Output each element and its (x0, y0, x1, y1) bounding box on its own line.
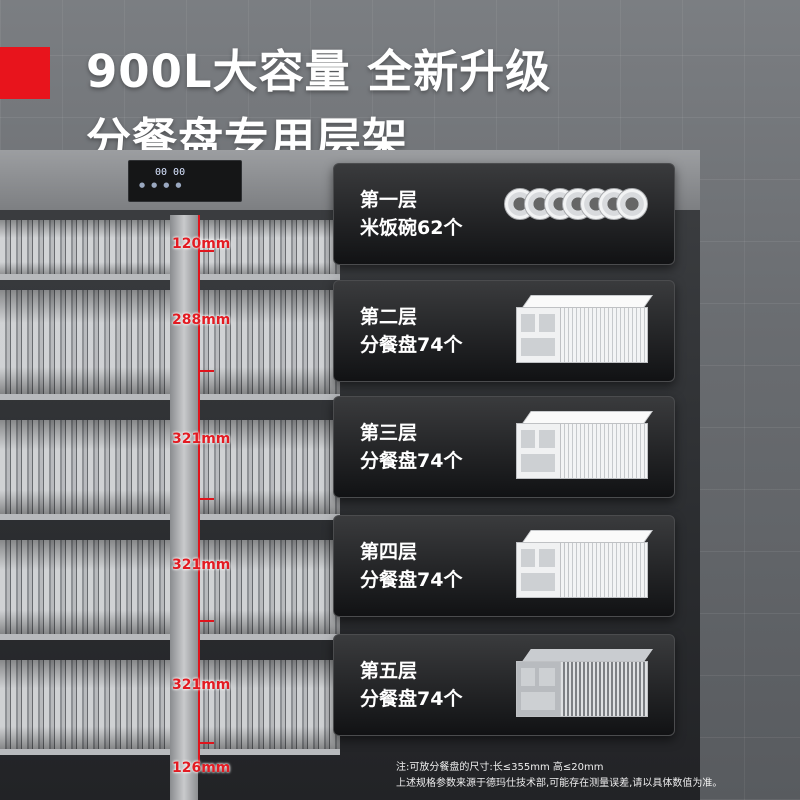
layer-name: 第五层 (360, 660, 418, 682)
red-accent-block (0, 47, 50, 99)
measurement-label: 126mm (172, 760, 231, 776)
layer-card-1: 第一层 米饭碗62个 (333, 163, 675, 265)
footnote-disclaimer: 上述规格参数来源于德玛仕技术部,可能存在测量误差,请以具体数值为准。 (396, 778, 723, 789)
cabinet-center-post (170, 215, 198, 800)
layer-name: 第二层 (360, 306, 418, 328)
meal-tray-stack-icon (516, 411, 653, 479)
control-panel-buttons-icon: ●●●● (139, 181, 188, 189)
headline-line-1: 900L大容量 全新升级 (86, 45, 552, 98)
footnote-size: 注:可放分餐盘的尺寸:长≤355mm 高≤20mm (396, 762, 604, 773)
measurement-tick (198, 742, 214, 744)
measurement-tick (198, 620, 214, 622)
layer-capacity: 分餐盘74个 (360, 569, 463, 591)
layer-card-3: 第三层 分餐盘74个 (333, 396, 675, 498)
layer-card-5: 第五层 分餐盘74个 (333, 634, 675, 736)
layer-name: 第一层 (360, 189, 418, 211)
measurement-label: 321mm (172, 557, 231, 573)
layer-capacity: 分餐盘74个 (360, 450, 463, 472)
control-panel-display: 00 00 (155, 167, 186, 178)
layer-capacity: 分餐盘74个 (360, 334, 463, 356)
measurement-tick (198, 498, 214, 500)
layer-name: 第四层 (360, 541, 418, 563)
measurement-label: 321mm (172, 431, 231, 447)
rice-bowls-icon (504, 182, 654, 242)
control-panel: 00 00 ●●●● (128, 160, 242, 202)
measurement-label: 288mm (172, 312, 231, 328)
meal-tray-stack-icon (516, 295, 653, 363)
measurement-tick (198, 370, 214, 372)
meal-tray-stack-icon (516, 530, 653, 598)
layer-name: 第三层 (360, 422, 418, 444)
layer-capacity: 米饭碗62个 (360, 217, 463, 239)
layer-card-2: 第二层 分餐盘74个 (333, 280, 675, 382)
layer-card-4: 第四层 分餐盘74个 (333, 515, 675, 617)
measurement-label: 120mm (172, 236, 231, 252)
measurement-tick (198, 250, 214, 252)
layer-capacity: 分餐盘74个 (360, 688, 463, 710)
measurement-label: 321mm (172, 677, 231, 693)
metal-tray-stack-icon (516, 649, 653, 717)
measurement-line (198, 215, 200, 770)
